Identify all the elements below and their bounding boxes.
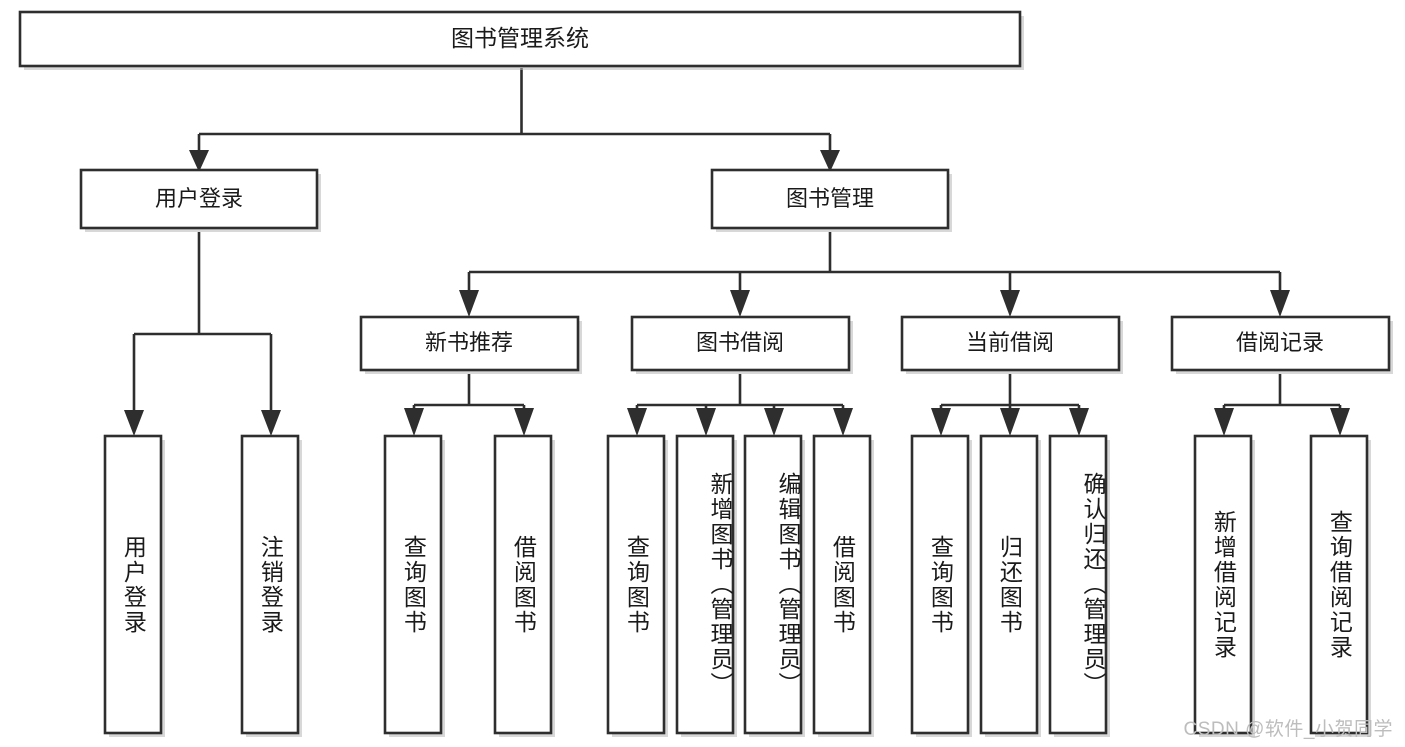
arrow-leaf-query-book-1 <box>404 408 424 436</box>
leaf-node-borrow-book-1[interactable] <box>493 434 553 735</box>
arrow-to-book-borrow <box>730 290 750 317</box>
node-layer: 图书管理系统 用户登录 图书管理 新书推荐 图书借阅 当前借阅 <box>18 10 1393 737</box>
node-current-borrow-label: 当前借阅 <box>966 330 1054 355</box>
leaf-node-add-record[interactable] <box>1193 434 1253 735</box>
leaf-node-edit-book[interactable] <box>743 434 803 735</box>
node-book-management-label: 图书管理 <box>786 186 874 211</box>
arrow-leaf-add-record <box>1214 408 1234 436</box>
arrow-leaf-borrow-book-1 <box>514 408 534 436</box>
arrow-to-borrow-record <box>1270 290 1290 317</box>
arrow-leaf-edit-book <box>764 408 784 436</box>
arrow-leaf-query-record <box>1330 408 1350 436</box>
arrow-leaf-confirm-return <box>1069 408 1089 436</box>
arrow-to-book-mgmt <box>820 150 840 172</box>
arrow-leaf-add-book <box>696 408 716 436</box>
arrow-leaf-user-login <box>124 410 144 436</box>
node-book-management[interactable] <box>710 168 950 230</box>
arrow-to-user-login <box>189 150 209 172</box>
leaf-node-query-book-3[interactable] <box>910 434 970 735</box>
leaf-node-query-book-1[interactable] <box>383 434 443 735</box>
leaf-node-add-book[interactable] <box>675 434 735 735</box>
root-node-label: 图书管理系统 <box>451 25 589 51</box>
csdn-watermark: CSDN @软件_小贺同学 <box>1183 719 1393 740</box>
arrow-leaf-borrow-book-2 <box>833 408 853 436</box>
leaf-node-user-login[interactable] <box>103 434 163 735</box>
leaf-node-return-book[interactable] <box>979 434 1039 735</box>
leaf-node-confirm-return[interactable] <box>1048 434 1108 735</box>
node-current-borrow[interactable] <box>900 315 1121 372</box>
arrow-leaf-query-book-3 <box>931 408 951 436</box>
leaf-node-logout-login[interactable] <box>240 434 300 735</box>
node-book-borrow-label: 图书借阅 <box>696 330 784 355</box>
edge-layer <box>124 68 1350 436</box>
node-user-login[interactable] <box>79 168 319 230</box>
node-new-book-recommend[interactable] <box>359 315 580 372</box>
arrow-leaf-return-book <box>1000 408 1020 436</box>
node-new-book-recommend-label: 新书推荐 <box>425 330 513 355</box>
node-user-login-label: 用户登录 <box>155 186 243 211</box>
leaf-node-borrow-book-2[interactable] <box>812 434 872 735</box>
leaf-node-query-record[interactable] <box>1309 434 1369 735</box>
arrow-to-new-book-recommend <box>459 290 479 317</box>
arrow-to-current-borrow <box>1000 290 1020 317</box>
arrow-leaf-logout-login <box>261 410 281 436</box>
root-node-box[interactable] <box>18 10 1022 68</box>
node-borrow-record[interactable] <box>1170 315 1391 372</box>
arrow-leaf-query-book-2 <box>627 408 647 436</box>
leaf-node-query-book-2[interactable] <box>606 434 666 735</box>
node-borrow-record-label: 借阅记录 <box>1236 330 1324 355</box>
node-book-borrow[interactable] <box>630 315 851 372</box>
